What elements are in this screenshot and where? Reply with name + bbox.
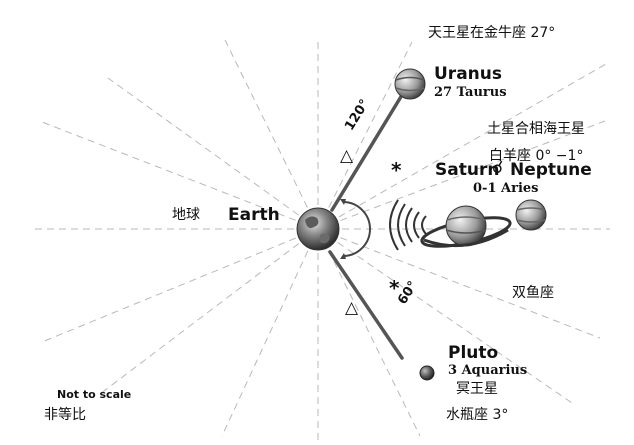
pisces-label-cn: 双鱼座 xyxy=(512,285,554,301)
conjunction-symbol: ☌ xyxy=(492,158,504,178)
uranus-label-cn: 天王星在金牛座 27° xyxy=(428,25,556,41)
saturn-label: Saturn xyxy=(435,160,500,180)
zodiac-rays xyxy=(30,39,610,440)
saturn-neptune-position: 0-1 Aries xyxy=(473,181,539,196)
not-to-scale-label-cn: 非等比 xyxy=(44,407,86,423)
aspect-arc xyxy=(342,201,371,257)
uranus-position: 27 Taurus xyxy=(434,85,507,100)
pluto-position: 3 Aquarius xyxy=(448,363,528,378)
uranus-label: Uranus xyxy=(434,64,502,84)
earth-label: Earth xyxy=(228,205,280,225)
aspect-lines xyxy=(328,93,404,360)
earth-icon xyxy=(296,207,340,251)
saturn-icon xyxy=(420,205,512,248)
pluto-label-cn: 冥王星 xyxy=(456,381,498,397)
trine-symbol-lower: △ xyxy=(345,298,359,318)
sextile-symbol-lower: * xyxy=(389,276,400,300)
aquarius-label-cn: 水瓶座 3° xyxy=(446,407,509,423)
arc-arrow-top xyxy=(340,199,346,205)
earth-label-cn: 地球 xyxy=(172,207,200,223)
aries-label-cn: 白羊座 0° −1° xyxy=(489,148,584,164)
uranus-icon xyxy=(394,68,426,100)
pluto-label: Pluto xyxy=(448,343,499,363)
trine-line xyxy=(330,93,404,212)
trine-symbol: △ xyxy=(340,146,354,166)
sextile-line xyxy=(328,250,404,360)
signal-waves xyxy=(389,199,427,251)
sextile-symbol-upper: * xyxy=(391,158,402,182)
pluto-icon xyxy=(419,365,435,381)
conjunction-label-cn: 土星合相海王星 xyxy=(487,121,585,137)
arc-arrow-bottom xyxy=(340,253,346,259)
neptune-icon xyxy=(515,199,547,231)
neptune-label: Neptune xyxy=(510,160,592,180)
not-to-scale-label: Not to scale xyxy=(57,388,132,401)
